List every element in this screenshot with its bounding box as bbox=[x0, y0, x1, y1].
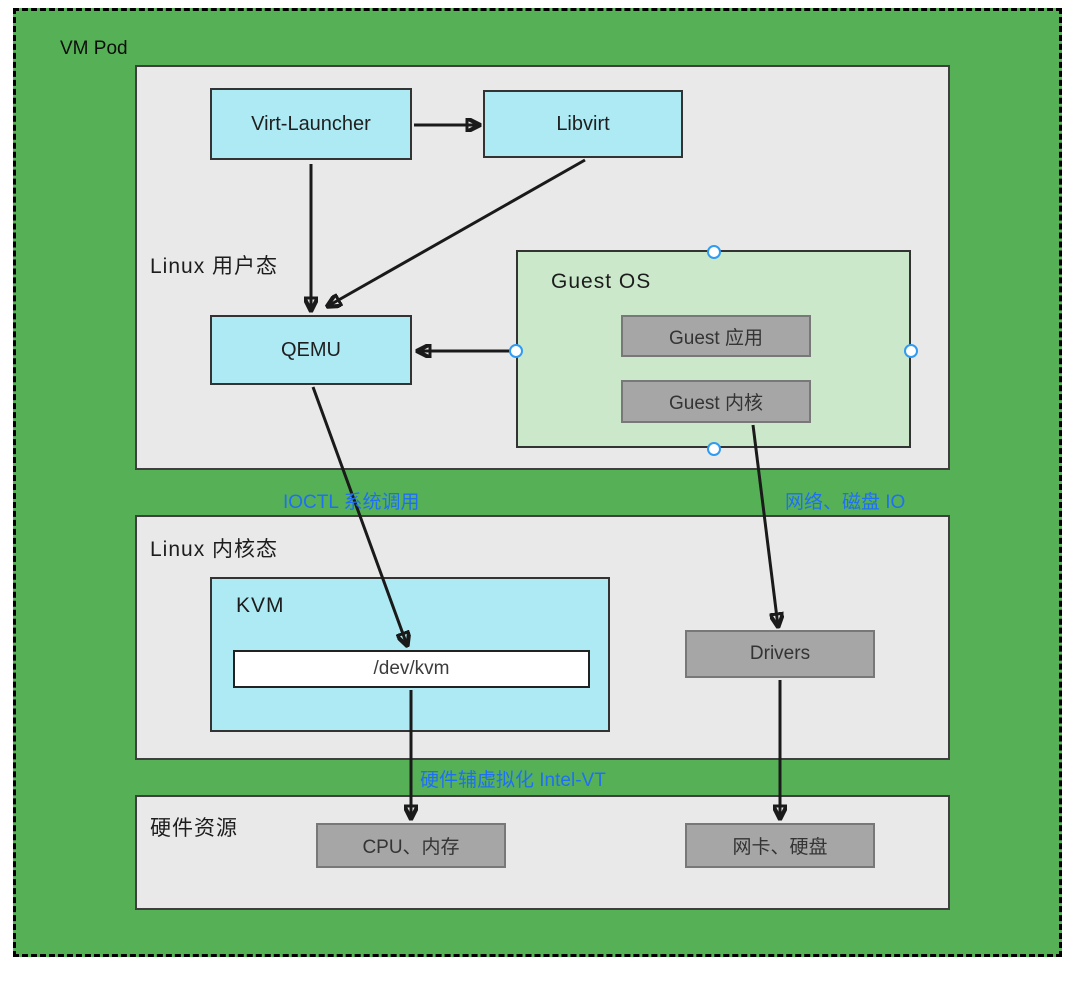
vm-pod-label: VM Pod bbox=[60, 38, 128, 59]
guest-kernel-label: Guest 内核 bbox=[669, 393, 763, 414]
cpu-memory-label: CPU、内存 bbox=[362, 837, 460, 858]
node-nic-disk[interactable]: 网卡、硬盘 bbox=[685, 823, 875, 868]
node-virt-launcher[interactable]: Virt-Launcher bbox=[210, 88, 412, 160]
kvm-label: KVM bbox=[236, 594, 285, 617]
drivers-label: Drivers bbox=[749, 643, 811, 664]
selection-handle-bottom[interactable] bbox=[707, 442, 721, 456]
selection-handle-right[interactable] bbox=[904, 344, 918, 358]
user-mode-label: Linux 用户态 bbox=[150, 255, 279, 278]
node-cpu-memory[interactable]: CPU、内存 bbox=[316, 823, 506, 868]
guest-os-label: Guest OS bbox=[551, 270, 652, 293]
dev-kvm-label: /dev/kvm bbox=[373, 658, 450, 679]
node-qemu[interactable]: QEMU bbox=[210, 315, 412, 385]
node-guest-app[interactable]: Guest 应用 bbox=[621, 315, 811, 357]
edge-label-net-disk-io: 网络、磁盘 IO bbox=[785, 492, 906, 513]
edge-label-hw-virtualization: 硬件辅虚拟化 Intel-VT bbox=[420, 770, 606, 791]
libvirt-label: Libvirt bbox=[556, 112, 610, 135]
edge-label-ioctl: IOCTL 系统调用 bbox=[283, 492, 420, 513]
node-guest-kernel[interactable]: Guest 内核 bbox=[621, 380, 811, 423]
kernel-mode-label: Linux 内核态 bbox=[150, 538, 279, 561]
node-libvirt[interactable]: Libvirt bbox=[483, 90, 683, 158]
selection-handle-left[interactable] bbox=[509, 344, 523, 358]
hardware-label: 硬件资源 bbox=[150, 817, 238, 840]
guest-app-label: Guest 应用 bbox=[669, 327, 763, 349]
nic-disk-label: 网卡、硬盘 bbox=[732, 837, 828, 858]
selection-handle-top[interactable] bbox=[707, 245, 721, 259]
node-drivers[interactable]: Drivers bbox=[685, 630, 875, 678]
qemu-label: QEMU bbox=[281, 338, 341, 361]
node-dev-kvm[interactable]: /dev/kvm bbox=[233, 650, 590, 688]
virt-launcher-label: Virt-Launcher bbox=[251, 112, 371, 135]
